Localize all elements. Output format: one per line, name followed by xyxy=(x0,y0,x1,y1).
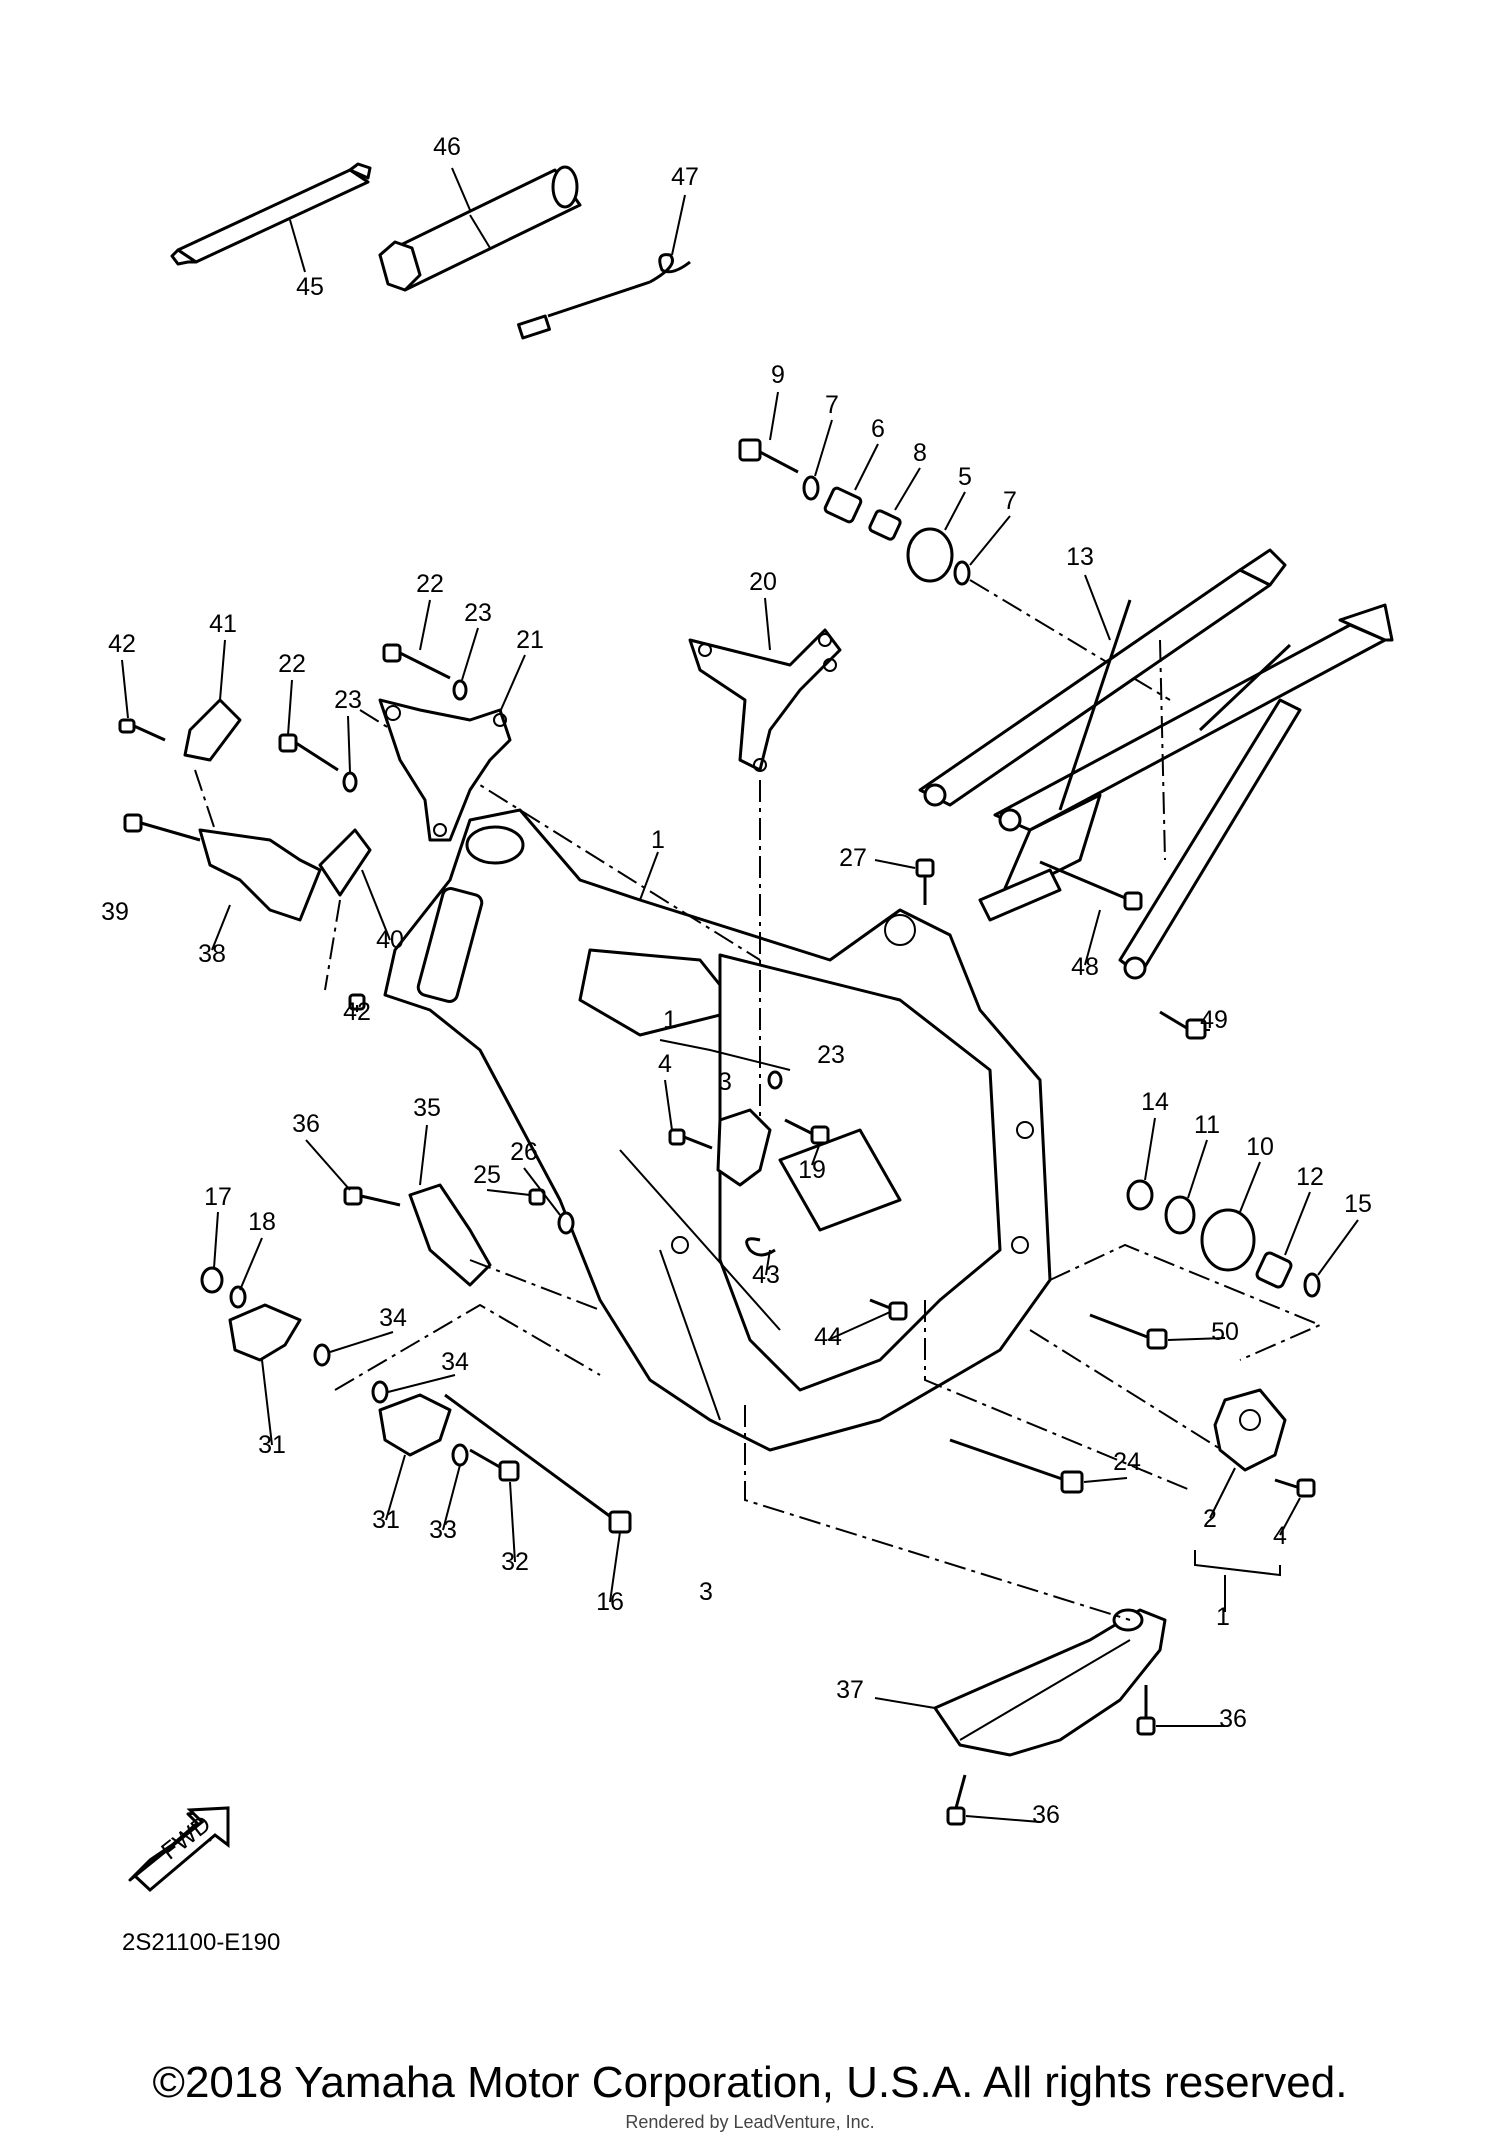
callout-c47: 47 xyxy=(671,163,699,191)
long-bolts xyxy=(745,1237,1231,1494)
main-frame-1 xyxy=(359,709,1052,1452)
callout-c39: 39 xyxy=(101,898,129,926)
callout-c36b: 36 xyxy=(1219,1705,1247,1733)
callout-c21: 21 xyxy=(516,626,544,654)
callout-c26: 26 xyxy=(510,1138,538,1166)
rear-mount-hardware xyxy=(874,858,1210,1040)
callout-c8: 8 xyxy=(913,439,927,467)
callout-c40: 40 xyxy=(376,926,404,954)
callout-c43: 43 xyxy=(752,1261,780,1289)
callout-c6: 6 xyxy=(871,415,885,443)
rendered-by: Rendered by LeadVenture, Inc. xyxy=(625,2112,875,2132)
left-lower-mount xyxy=(200,1211,632,1603)
copyright-notice: ©2018 Yamaha Motor Corporation, U.S.A. A… xyxy=(152,2058,1348,2107)
callout-c7b: 7 xyxy=(1003,487,1017,515)
callout-c19: 19 xyxy=(798,1156,826,1184)
callout-c34b: 34 xyxy=(441,1348,469,1376)
callout-c44: 44 xyxy=(814,1323,842,1351)
callout-c41: 41 xyxy=(209,610,237,638)
callout-c42a: 42 xyxy=(108,630,136,658)
callout-c37: 37 xyxy=(836,1676,864,1704)
right-side-hardware xyxy=(1049,1117,1359,1361)
rear-subframe-13 xyxy=(918,548,1394,980)
callout-c4b: 4 xyxy=(1273,1522,1287,1550)
callout-c14: 14 xyxy=(1141,1088,1169,1116)
callout-c1c: 1 xyxy=(1216,1603,1230,1631)
callout-c33: 33 xyxy=(429,1516,457,1544)
callout-c31a: 31 xyxy=(258,1431,286,1459)
callout-c24: 24 xyxy=(1113,1448,1141,1476)
callout-c20: 20 xyxy=(749,568,777,596)
callout-labels: 4546479768571320222321424122231274849393… xyxy=(101,133,1372,1829)
bracket-21 xyxy=(378,654,526,842)
callout-c22b: 22 xyxy=(278,650,306,678)
callout-c7a: 7 xyxy=(825,391,839,419)
callout-c36a: 36 xyxy=(292,1110,320,1138)
callout-c49: 49 xyxy=(1200,1006,1228,1034)
callout-c10: 10 xyxy=(1246,1133,1274,1161)
callout-c46: 46 xyxy=(433,133,461,161)
callout-c2: 2 xyxy=(1203,1505,1217,1533)
callout-c36c: 36 xyxy=(1032,1801,1060,1829)
engine-mount-hardware xyxy=(738,391,1171,701)
skid-plate-37 xyxy=(744,1405,1225,1826)
fwd-arrow-icon: FWD xyxy=(128,1806,230,1893)
callout-c45: 45 xyxy=(296,273,324,301)
diagram-code: 2S21100-E190 xyxy=(122,1929,280,1956)
callout-c1a: 1 xyxy=(651,826,665,854)
callout-c12: 12 xyxy=(1296,1163,1324,1191)
tool-wrench-45 xyxy=(170,162,372,273)
callout-c4a: 4 xyxy=(658,1050,672,1078)
right-lower-bracket xyxy=(1194,1388,1316,1612)
callout-c17: 17 xyxy=(204,1183,232,1211)
callout-c23c: 23 xyxy=(817,1041,845,1069)
callout-c9: 9 xyxy=(771,361,785,389)
callout-c23a: 23 xyxy=(464,599,492,627)
bolts-22-23 xyxy=(278,599,479,793)
callout-c32: 32 xyxy=(501,1548,529,1576)
callout-c15: 15 xyxy=(1344,1190,1372,1218)
bracket-20 xyxy=(688,597,842,772)
cover-35 xyxy=(305,1124,601,1311)
callout-c3a: 3 xyxy=(718,1068,732,1096)
callout-c5: 5 xyxy=(958,463,972,491)
center-bracket-3 xyxy=(659,1039,830,1187)
callout-c50: 50 xyxy=(1211,1318,1239,1346)
callout-c27: 27 xyxy=(839,844,867,872)
callout-c31b: 31 xyxy=(372,1506,400,1534)
callout-c11: 11 xyxy=(1194,1111,1220,1139)
callout-c3b: 3 xyxy=(699,1578,713,1606)
callout-c42b: 42 xyxy=(343,998,371,1026)
callout-c35: 35 xyxy=(413,1094,441,1122)
callout-c18: 18 xyxy=(248,1208,276,1236)
callout-c48: 48 xyxy=(1071,953,1099,981)
callout-c1b: 1 xyxy=(663,1006,677,1034)
callout-c22a: 22 xyxy=(416,570,444,598)
callout-c34a: 34 xyxy=(379,1304,407,1332)
callout-c13: 13 xyxy=(1066,543,1094,571)
callout-c38: 38 xyxy=(198,940,226,968)
tool-rod-47 xyxy=(517,194,691,340)
callout-c23b: 23 xyxy=(334,686,362,714)
footrest-assembly xyxy=(118,639,391,1012)
tool-socket-46 xyxy=(378,165,582,292)
callout-c25: 25 xyxy=(473,1161,501,1189)
callout-c16: 16 xyxy=(596,1588,624,1616)
